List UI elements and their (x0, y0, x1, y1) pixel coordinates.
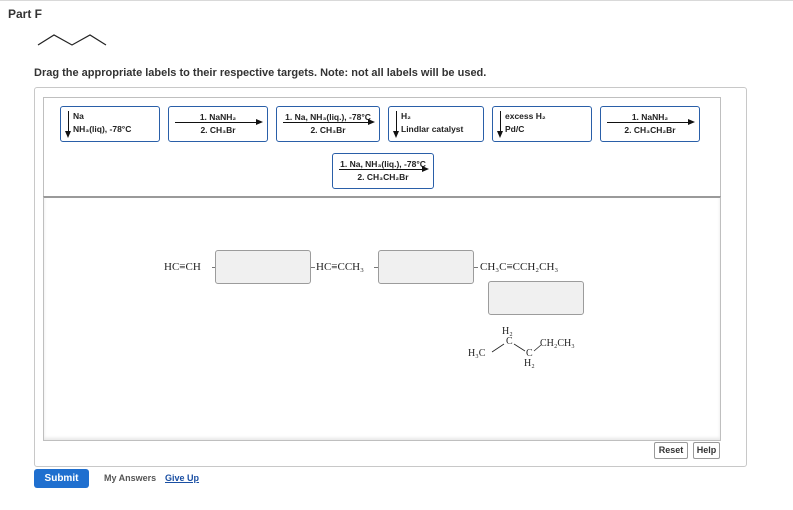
label-bottom-text: 2. CH₃Br (200, 125, 236, 135)
label-top-text: H₂ (401, 111, 411, 121)
instructions: Drag the appropriate labels to their res… (34, 67, 487, 79)
label-bottom-text: 2. CH₃CH₂Br (357, 172, 409, 182)
label-top-text: Na (73, 111, 84, 121)
compound-pentane-condensed: H₂ C CH₂CH₃ H₃C C H₂ (464, 326, 594, 374)
label-nanh2-ch3ch2br[interactable]: 1. NaNH₂ 2. CH₃CH₂Br (600, 106, 700, 142)
down-arrow-icon (497, 131, 503, 138)
label-h2-lindlar[interactable]: H₂ Lindlar catalyst (388, 106, 484, 142)
carbon-top: C (506, 336, 513, 347)
drag-drop-panel: Na NH₃(liq), -78°C 1. NaNH₂ 2. CH₃Br 1. … (34, 87, 747, 467)
arrow-shaft (283, 122, 371, 123)
arrow-shaft (607, 122, 691, 123)
target-area: HC≡CH HC≡CCH₃ CH₃C≡CCH₂CH₃ H₂ C CH₂CH₃ H… (43, 196, 721, 441)
label-top-text: 1. NaNH₂ (199, 112, 237, 122)
compound-ethyne: HC≡CH (164, 261, 201, 273)
pentane-skeletal-structure (37, 34, 107, 46)
down-arrow-icon (65, 131, 71, 138)
label-na-nh3[interactable]: Na NH₃(liq), -78°C (60, 106, 160, 142)
arrow-shaft (500, 111, 501, 133)
arrow-shaft (68, 111, 69, 133)
right-arrow-icon (688, 119, 695, 125)
label-bank: Na NH₃(liq), -78°C 1. NaNH₂ 2. CH₃Br 1. … (43, 97, 721, 198)
drop-connector (311, 267, 315, 268)
label-top-text: 1. NaNH₂ (631, 112, 669, 122)
drop-connector (212, 267, 216, 268)
my-answers-label: My Answers (104, 473, 157, 483)
h3c-group: H₃C (468, 348, 486, 359)
compound-propyne: HC≡CCH₃ (316, 261, 364, 273)
drop-connector (474, 267, 478, 268)
carbon-bottom: C (526, 348, 533, 359)
right-arrow-icon (422, 166, 429, 172)
label-nanh2-ch3br[interactable]: 1. NaNH₂ 2. CH₃Br (168, 106, 268, 142)
arrow-shaft (175, 122, 259, 123)
submit-button[interactable]: Submit (34, 469, 89, 488)
drop-target-1[interactable] (215, 250, 311, 284)
h2-top: H₂ (502, 326, 513, 337)
right-arrow-icon (368, 119, 375, 125)
label-bottom-text: 2. CH₃CH₂Br (624, 125, 676, 135)
label-bottom-text: NH₃(liq), -78°C (73, 124, 132, 134)
drop-target-2[interactable] (378, 250, 474, 284)
top-divider (0, 0, 793, 1)
arrow-shaft (396, 111, 397, 133)
label-bottom-text: Pd/C (505, 124, 525, 134)
arrow-shaft (339, 169, 425, 170)
down-arrow-icon (393, 131, 399, 138)
give-up-link[interactable]: Give Up (165, 473, 200, 483)
label-bottom-text: Lindlar catalyst (401, 124, 464, 134)
help-button[interactable]: Help (693, 442, 720, 459)
bond-lines (491, 343, 542, 353)
label-top-text: 1. Na, NH₃(liq.), -78°C (285, 112, 371, 122)
label-excess-h2-pdc[interactable]: excess H₂ Pd/C (492, 106, 592, 142)
compound-2-pentyne: CH₃C≡CCH₂CH₃ (480, 261, 559, 273)
label-top-text: 1. Na, NH₃(liq.), -78°C (340, 159, 426, 169)
part-title: Part F (8, 7, 43, 21)
drop-target-3[interactable] (488, 281, 584, 315)
ch2ch3-group: CH₂CH₃ (540, 338, 575, 349)
right-arrow-icon (256, 119, 263, 125)
h2-bottom: H₂ (524, 358, 535, 369)
label-na-nh3-ch3br[interactable]: 1. Na, NH₃(liq.), -78°C 2. CH₃Br (276, 106, 380, 142)
label-na-nh3-ch3ch2br[interactable]: 1. Na, NH₃(liq.), -78°C 2. CH₃CH₂Br (332, 153, 434, 189)
label-bottom-text: 2. CH₃Br (310, 125, 346, 135)
drop-connector (374, 267, 378, 268)
label-top-text: excess H₂ (505, 111, 546, 121)
reset-button[interactable]: Reset (654, 442, 688, 459)
